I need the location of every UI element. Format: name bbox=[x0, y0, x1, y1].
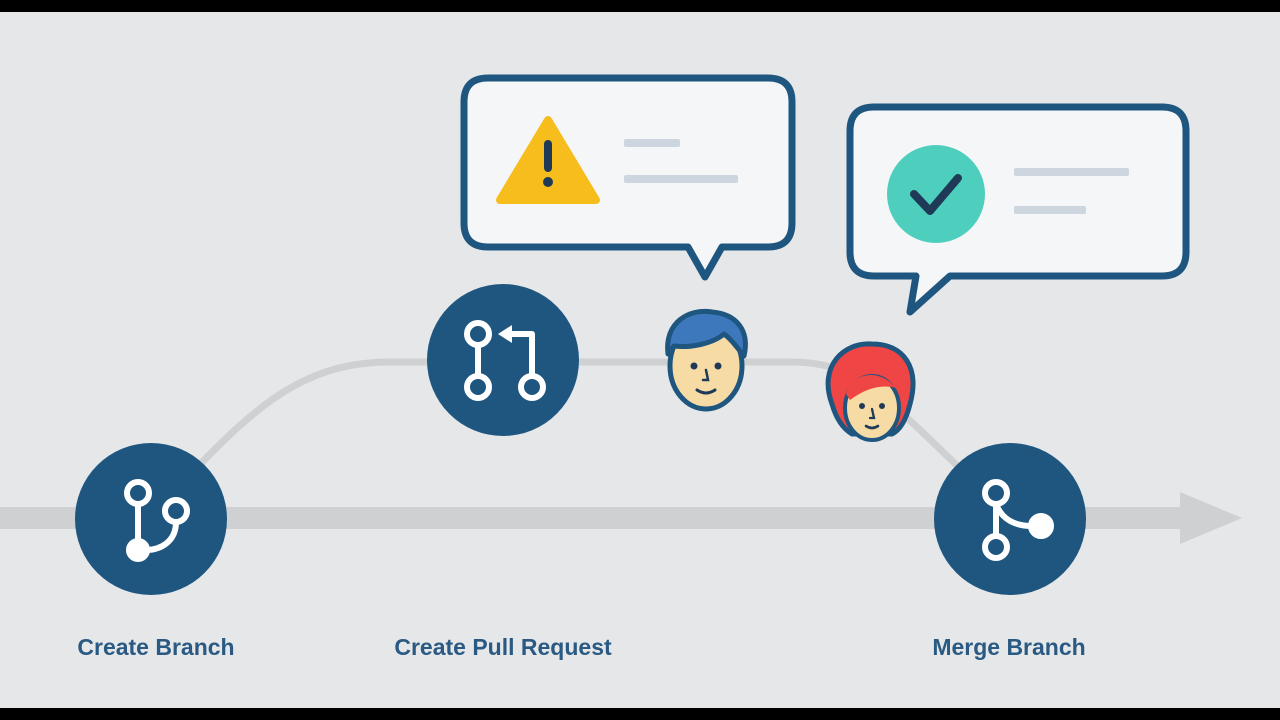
git-branch-icon bbox=[124, 479, 190, 562]
diagram-canvas bbox=[0, 74, 1242, 595]
placeholder-text-line bbox=[1014, 168, 1129, 176]
merge-branch-label: Merge Branch bbox=[932, 634, 1086, 660]
merge-branch-node bbox=[934, 443, 1086, 595]
create-branch-label: Create Branch bbox=[77, 634, 235, 660]
warning-bubble bbox=[460, 74, 796, 281]
male-avatar-icon bbox=[665, 308, 748, 412]
create-pull-request-label: Create Pull Request bbox=[394, 634, 612, 660]
create-branch-node bbox=[75, 443, 227, 595]
approved-bubble bbox=[846, 103, 1190, 316]
checkmark-circle-icon bbox=[887, 145, 985, 243]
placeholder-text-line bbox=[624, 175, 738, 183]
female-avatar-icon bbox=[825, 341, 916, 442]
git-pull-request-icon bbox=[464, 320, 546, 401]
timeline-arrow-icon bbox=[1180, 492, 1242, 544]
placeholder-text-line bbox=[624, 139, 680, 147]
feature-branch-track bbox=[146, 358, 1014, 521]
placeholder-text-line bbox=[1014, 206, 1086, 214]
workflow-diagram: Create Branch Create Pull Request Merge … bbox=[0, 12, 1280, 708]
warning-triangle-icon bbox=[496, 116, 600, 204]
git-merge-icon bbox=[982, 479, 1054, 561]
main-branch-track bbox=[0, 492, 1242, 544]
create-pull-request-node bbox=[427, 284, 579, 436]
main-track-line bbox=[0, 507, 1190, 529]
